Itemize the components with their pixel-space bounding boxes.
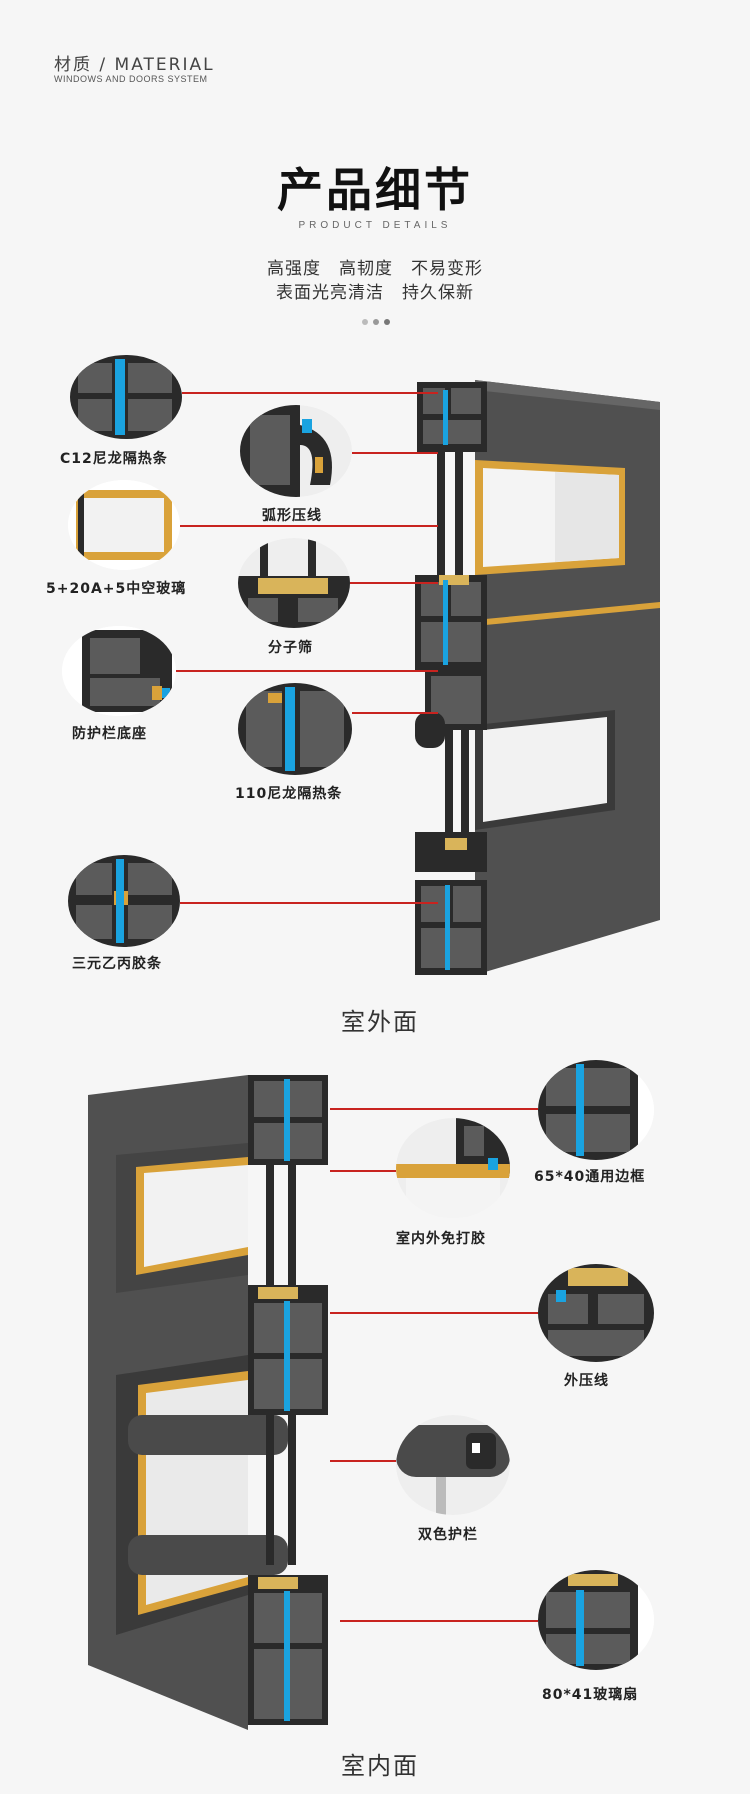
detail-circle-c12 (70, 355, 182, 439)
outdoor-window-illustration (415, 380, 665, 980)
label-curved-bead: 弧形压线 (262, 508, 322, 524)
detail-circle-epdm (68, 855, 180, 947)
two-tone-guardrail-icon (396, 1415, 510, 1515)
detail-circle-65x40 (538, 1060, 654, 1160)
indoor-window-illustration (88, 1075, 343, 1730)
curved-glazing-bead-icon (240, 405, 352, 497)
outer-bead-icon (538, 1264, 654, 1362)
label-epdm: 三元乙丙胶条 (72, 956, 162, 972)
label-65x40: 65*40通用边框 (534, 1169, 646, 1185)
carousel-dots (362, 319, 390, 325)
insulated-glass-icon (68, 480, 180, 570)
frame-profile-icon (538, 1060, 654, 1160)
detail-circle-guardrail-base (62, 626, 176, 716)
detail-circle-glass-sash (538, 1570, 654, 1670)
detail-circle-outer-bead (538, 1264, 654, 1362)
label-glue-free: 室内外免打胶 (396, 1231, 486, 1247)
detail-circle-guardrail (396, 1415, 510, 1515)
detail-circle-110 (238, 683, 352, 775)
label-110: 110尼龙隔热条 (235, 786, 343, 802)
guardrail-base-icon (62, 626, 176, 716)
glue-free-icon (396, 1118, 510, 1218)
detail-circle-sieve (238, 538, 350, 628)
detail-circle-glue-free (396, 1118, 510, 1218)
page-subtitle: PRODUCT DETAILS (298, 220, 452, 231)
molecular-sieve-icon (238, 538, 350, 628)
label-glass: 5+20A+5中空玻璃 (46, 581, 187, 597)
material-heading: 材质 / MATERIAL (54, 55, 215, 75)
material-subheading: WINDOWS AND DOORS SYSTEM (54, 74, 208, 84)
detail-circle-curved-bead (240, 405, 352, 497)
label-guardrail: 双色护栏 (418, 1527, 478, 1543)
outdoor-section-label: 室外面 (341, 1008, 419, 1036)
page-title: 产品细节 (277, 163, 473, 217)
detail-circle-glass (68, 480, 180, 570)
label-sieve: 分子筛 (268, 640, 313, 656)
label-c12: C12尼龙隔热条 (60, 451, 168, 467)
indoor-section-label: 室内面 (341, 1752, 419, 1780)
label-guardrail-base: 防护栏底座 (72, 726, 147, 742)
tagline-2: 表面光亮清洁 持久保新 (276, 283, 474, 303)
epdm-seal-icon (68, 855, 180, 947)
label-outer-bead: 外压线 (564, 1373, 609, 1389)
tagline-1: 高强度 高韧度 不易变形 (267, 259, 483, 279)
label-glass-sash: 80*41玻璃扇 (542, 1687, 639, 1703)
nylon-strip-icon (238, 683, 352, 775)
glass-sash-icon (538, 1570, 654, 1670)
thermal-break-strip-icon (70, 355, 182, 439)
